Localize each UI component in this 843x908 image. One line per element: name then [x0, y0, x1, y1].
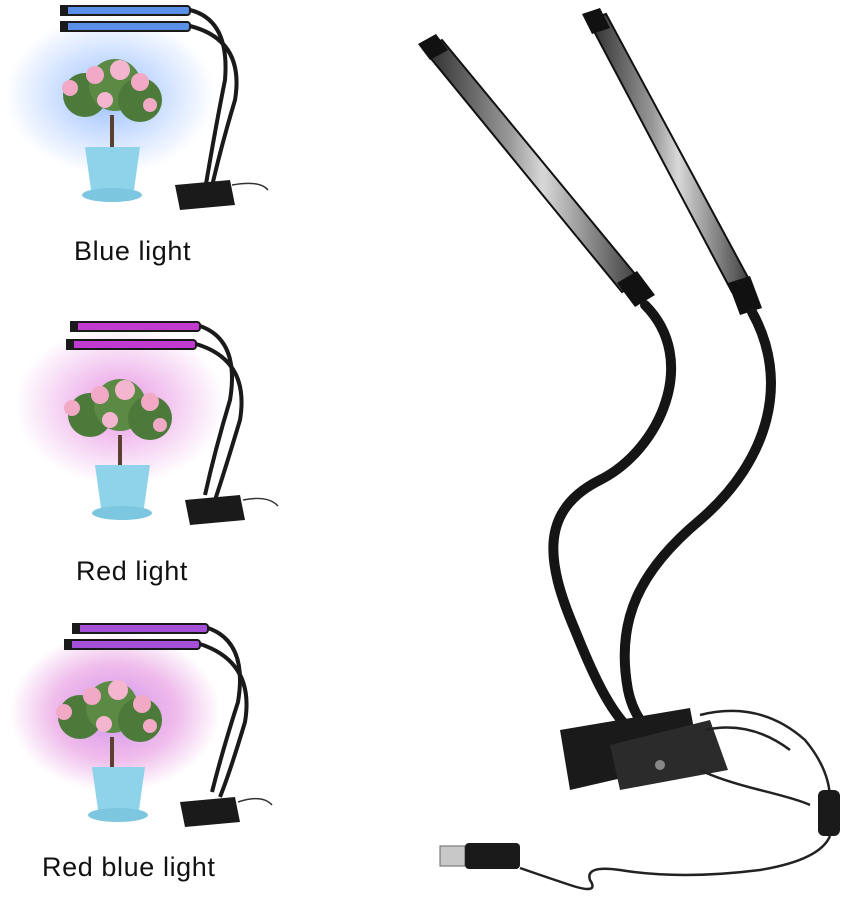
right-light-bar: [582, 8, 762, 315]
panel-blue-light: Blue light: [0, 0, 290, 300]
grow-light-lamp-icon: [64, 623, 273, 827]
clip-icon: [175, 180, 235, 210]
grow-light-lamp-icon: [66, 321, 279, 525]
clip-icon: [180, 797, 240, 827]
left-light-bar: [418, 34, 655, 307]
right-gooseneck: [619, 307, 776, 740]
potted-plant-icon: [62, 59, 162, 202]
inline-switch-icon: [818, 790, 840, 836]
red-light-illustration: [15, 321, 279, 525]
potted-plant-icon: [64, 379, 172, 520]
clip-icon: [560, 708, 728, 790]
red-blue-light-illustration: [10, 623, 273, 827]
potted-plant-icon: [56, 680, 162, 822]
caption-blue-light: Blue light: [74, 236, 192, 266]
clip-icon: [185, 495, 245, 525]
caption-red-light: Red light: [76, 556, 188, 586]
grow-light-product-illustration: [418, 8, 840, 891]
panel-red-blue-light: Red blue light: [0, 612, 290, 908]
blue-light-illustration: [5, 5, 269, 210]
left-gooseneck: [548, 300, 677, 735]
caption-red-blue-light: Red blue light: [42, 852, 216, 882]
panel-red-light: Red light: [0, 310, 290, 605]
usb-plug-icon: [439, 843, 520, 869]
grow-light-lamp-icon: [60, 5, 269, 210]
